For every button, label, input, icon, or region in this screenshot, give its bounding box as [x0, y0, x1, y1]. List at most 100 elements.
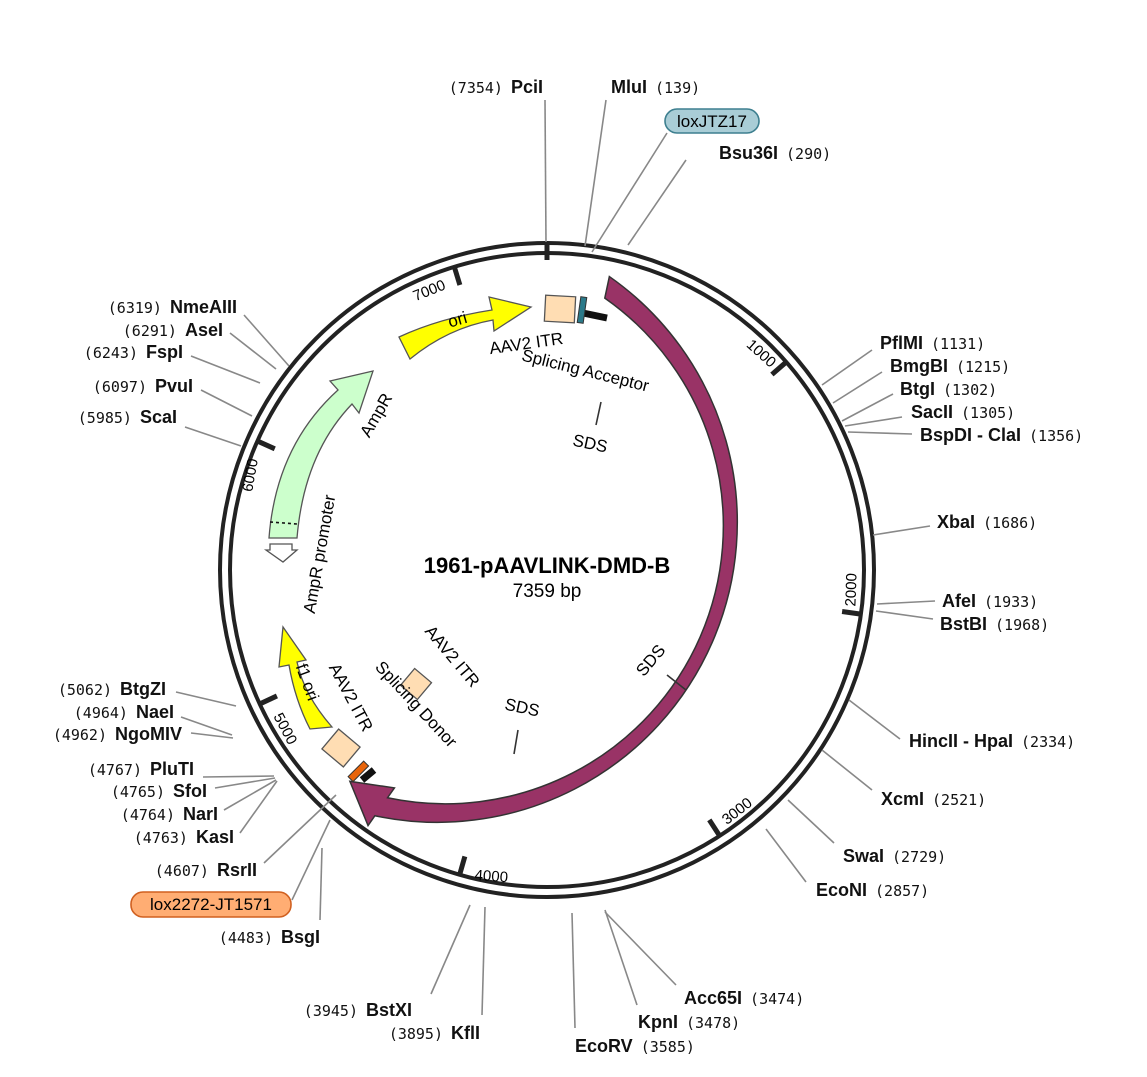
enzyme-label-rsrII[interactable]: (4607)RsrII: [155, 860, 257, 880]
enzyme-label-pvuI[interactable]: (6097)PvuI: [93, 376, 193, 396]
enzyme-label-scaI[interactable]: (5985)ScaI: [78, 407, 177, 427]
itr-left-label: AAV2 ITR: [325, 660, 377, 735]
enzyme-name: BmgBI: [890, 356, 948, 376]
enzyme-name: NgoMIV: [115, 724, 182, 744]
loxjtz17-callout[interactable]: loxJTZ17: [664, 108, 760, 134]
enzyme-name: NaeI: [136, 702, 174, 722]
tick-mark-3: [707, 818, 722, 837]
leader-xcmI: [821, 749, 873, 791]
enzyme-label-pciI[interactable]: (7354)PciI: [449, 77, 543, 97]
enzyme-label-kpnI[interactable]: KpnI(3478): [638, 1012, 740, 1032]
leader-nmeaIII: [243, 314, 290, 367]
leader-loxjtz17: [591, 132, 668, 253]
f1-ori-feature-arrow[interactable]: [278, 625, 334, 730]
enzyme-label-sfoI[interactable]: (4765)SfoI: [111, 781, 207, 801]
lox2272-callout[interactable]: lox2272-JT1571: [130, 891, 292, 918]
enzyme-label-bsu36I[interactable]: Bsu36I(290): [719, 143, 831, 163]
enzyme-name: BsgI: [281, 927, 320, 947]
enzyme-label-bspdi[interactable]: BspDI - ClaI(1356): [920, 425, 1083, 445]
enzyme-label-acc65I[interactable]: Acc65I(3474): [684, 988, 804, 1008]
ampr-promoter-arrow[interactable]: [263, 543, 299, 563]
enzyme-position: (1302): [943, 381, 997, 399]
leader-econI: [765, 828, 807, 883]
enzyme-label-ngomiv[interactable]: (4962) NgoMIV: [53, 724, 182, 744]
leader-kpnI: [604, 909, 638, 1006]
enzyme-label-btgI[interactable]: BtgI (1302): [900, 379, 997, 399]
dmd-top-connector: [582, 309, 608, 322]
enzyme-label-naeI[interactable]: (4964) NaeI: [74, 702, 174, 722]
leader-mluI: [584, 99, 607, 247]
enzyme-label-fspI[interactable]: (6243)FspI: [84, 342, 183, 362]
enzyme-position: (3895): [389, 1025, 443, 1043]
enzyme-label-bstbI[interactable]: BstBI(1968): [940, 614, 1049, 634]
leader-lox2272: [291, 819, 331, 901]
tick-mark-1: [770, 360, 788, 377]
enzyme-position: (4483): [219, 929, 273, 947]
enzyme-position: (3585): [641, 1038, 695, 1056]
enzyme-label-bstxI[interactable]: (3945)BstXI: [304, 1000, 412, 1020]
enzyme-position: (4962): [53, 726, 107, 744]
enzyme-position: (1131): [931, 335, 985, 353]
enzyme-name: PvuI: [155, 376, 193, 396]
itr-top-box[interactable]: [543, 294, 577, 324]
enzyme-name: HincII - HpaI: [909, 731, 1013, 751]
enzyme-name: BtgI: [900, 379, 935, 399]
enzyme-label-aseI[interactable]: (6291)AseI: [123, 320, 223, 340]
enzyme-name: SfoI: [173, 781, 207, 801]
leader-bmgbI: [832, 371, 883, 404]
leader-bspdi: [847, 431, 913, 435]
lox2272-callout-text: lox2272-JT1571: [150, 895, 272, 914]
dmd-feature-arrow[interactable]: [348, 275, 739, 828]
enzyme-label-kflI[interactable]: (3895)KflI: [389, 1023, 480, 1043]
itr-mid-box[interactable]: [399, 667, 433, 701]
itr-left-box[interactable]: [321, 728, 361, 768]
enzyme-label-mluI[interactable]: MluI(139): [611, 77, 700, 97]
enzyme-label-econI[interactable]: EcoNI(2857): [816, 880, 929, 900]
enzyme-label-narI[interactable]: (4764)NarI: [121, 804, 218, 824]
enzyme-label-xcmI[interactable]: XcmI(2521): [881, 789, 986, 809]
enzyme-name: PflMI: [880, 333, 923, 353]
enzyme-position: (4767): [88, 761, 142, 779]
dmd-bottom-connector: [359, 767, 377, 783]
enzyme-label-btgzI[interactable]: (5062)BtgZI: [58, 679, 166, 699]
enzyme-position: (4607): [155, 862, 209, 880]
leader-ngomiv: [190, 732, 234, 739]
enzyme-label-nmeaIII[interactable]: (6319)NmeAIII: [108, 297, 237, 317]
leader-rsrII: [263, 794, 337, 864]
enzyme-label-kasI[interactable]: (4763)KasI: [134, 827, 234, 847]
leader-aseI: [229, 332, 277, 370]
enzyme-name: XbaI: [937, 512, 975, 532]
enzyme-labels: (7354)PciI MluI(139) Bsu36I(290) PflMI (1131…: [53, 77, 1083, 1056]
enzyme-position: (139): [655, 79, 700, 97]
leader-pciI: [544, 99, 547, 243]
enzyme-position: (6319): [108, 299, 162, 317]
tick-label-4000: 4000: [474, 867, 508, 886]
sds-right-tick: [666, 674, 687, 691]
loxjtz17-site-mark[interactable]: [576, 296, 588, 324]
plasmid-size: 7359 bp: [513, 581, 582, 602]
enzyme-position: (1933): [984, 593, 1038, 611]
enzyme-label-bmgbI[interactable]: BmgBI(1215): [890, 356, 1010, 376]
enzyme-position: (3945): [304, 1002, 358, 1020]
enzyme-label-swaI[interactable]: SwaI(2729): [843, 846, 946, 866]
ori-feature-arrow[interactable]: [398, 296, 533, 361]
leader-acc65I: [604, 911, 677, 986]
lox2272-site-mark[interactable]: [347, 760, 370, 783]
itr-mid-label: AAV2 ITR: [421, 622, 483, 691]
enzyme-label-pflmI[interactable]: PflMI (1131): [880, 333, 985, 353]
enzyme-label-afeI[interactable]: AfeI(1933): [942, 591, 1038, 611]
enzyme-label-bsgI[interactable]: (4483) BsgI: [219, 927, 320, 947]
enzyme-label-hincII[interactable]: HincII - HpaI(2334): [909, 731, 1075, 751]
enzyme-position: (4964): [74, 704, 128, 722]
enzyme-label-xbaI[interactable]: XbaI(1686): [937, 512, 1037, 532]
leader-narI: [223, 779, 277, 811]
tick-label-6000: 6000: [239, 457, 262, 493]
enzyme-position: (6291): [123, 322, 177, 340]
enzyme-label-sacII[interactable]: SacII(1305): [911, 402, 1015, 422]
leader-bstxI: [430, 904, 471, 995]
ampr-feature-arrow[interactable]: [268, 370, 374, 539]
enzyme-label-ecorv[interactable]: EcoRV(3585): [575, 1036, 695, 1056]
enzyme-label-pluTI[interactable]: (4767) PluTI: [88, 759, 194, 779]
enzyme-name: PluTI: [150, 759, 194, 779]
enzyme-name: ScaI: [140, 407, 177, 427]
